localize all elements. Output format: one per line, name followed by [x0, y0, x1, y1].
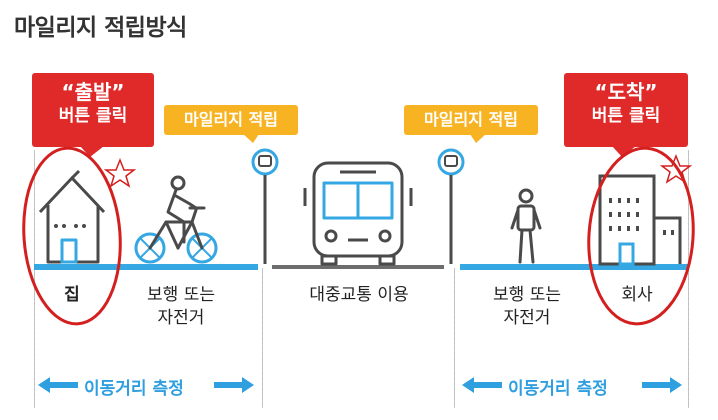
start-callout-pointer — [80, 146, 104, 157]
house-icon — [38, 169, 106, 264]
left-guide-line — [34, 150, 35, 408]
ground-middle — [272, 265, 444, 269]
office-building-icon — [598, 174, 682, 266]
start-callout-quote: “출발” — [61, 80, 125, 104]
mileage-callout-left-pointer — [243, 134, 259, 143]
ground-left — [34, 264, 258, 270]
right-guide-line — [688, 150, 689, 408]
label-walk-bike-right: 보행 또는 자전거 — [493, 285, 561, 328]
end-callout-pointer — [612, 146, 636, 157]
page-title: 마일리지 적립방식 — [14, 15, 187, 41]
label-transit: 대중교통 이용 — [309, 285, 409, 305]
arrow-left-icon-2 — [462, 377, 502, 393]
measure-right: 이동거리 측정 — [508, 379, 608, 399]
start-sparkle-icon — [103, 157, 137, 188]
start-callout-sub: 버튼 클릭 — [58, 106, 128, 126]
label-home: 집 — [64, 285, 80, 305]
end-sparkle-icon — [659, 153, 693, 184]
start-callout: “출발” 버튼 클릭 — [32, 73, 154, 147]
mileage-callout-right: 마일리지 적립 — [404, 105, 538, 135]
label-office: 회사 — [621, 285, 653, 305]
arrow-right-icon-2 — [642, 377, 682, 393]
arrow-right-icon — [214, 377, 254, 393]
mileage-callout-right-pointer — [470, 134, 486, 143]
left-mid-guide-line — [262, 268, 263, 408]
start-highlight-circle — [22, 146, 122, 326]
label-walk-bike-left: 보행 또는 자전거 — [147, 285, 215, 328]
end-callout-quote: “도착” — [594, 80, 658, 104]
mileage-callout-left: 마일리지 적립 — [164, 105, 298, 135]
bus-stop-icon-right — [437, 148, 465, 264]
right-mid-guide-line — [454, 268, 455, 408]
bus-icon — [303, 161, 413, 266]
ground-right — [460, 264, 688, 270]
measure-left: 이동거리 측정 — [84, 379, 184, 399]
bicycle-icon — [134, 175, 218, 264]
arrow-left-icon — [38, 377, 78, 393]
end-highlight-circle — [587, 146, 695, 326]
walker-icon — [510, 188, 542, 264]
end-callout-sub: 버튼 클릭 — [591, 106, 661, 126]
end-callout: “도착” 버튼 클릭 — [564, 73, 688, 147]
bus-stop-icon-left — [251, 148, 279, 264]
